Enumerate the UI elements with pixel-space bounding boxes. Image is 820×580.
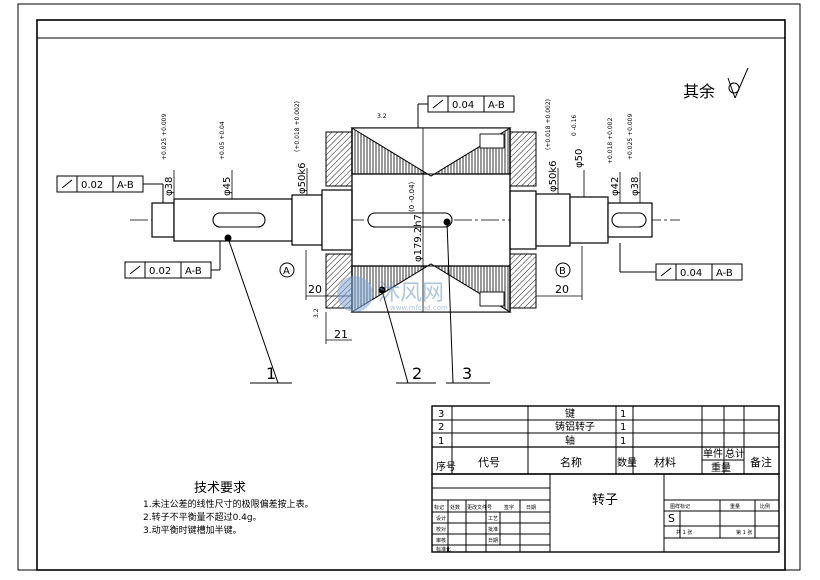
dim-left-45: φ45 xyxy=(222,177,233,196)
callout-2: 2 xyxy=(412,364,422,383)
header-weight: 重量 xyxy=(711,461,731,474)
dim-len-left-21: 21 xyxy=(334,328,348,341)
svg-text:1: 1 xyxy=(438,436,444,447)
dim-rotor-tol: (0 -0.04) xyxy=(408,181,416,212)
keyway-right xyxy=(611,212,647,228)
svg-text:工艺: 工艺 xyxy=(488,516,498,522)
rotor xyxy=(325,127,537,313)
dim-right-38: φ38 xyxy=(630,177,641,196)
datum-b: B xyxy=(555,262,571,278)
title-block-text: 转子 S 图样标记 重量 比例 共 1 张 第 1 张 标记 处数 更改文件号 … xyxy=(434,493,770,553)
svg-text:1: 1 xyxy=(620,436,626,447)
keyway-left xyxy=(212,212,266,228)
dim-len-right-20: 20 xyxy=(555,283,569,296)
svg-text:图样标记: 图样标记 xyxy=(670,503,690,510)
dim-right-50-tol: 0 -0.16 xyxy=(571,115,578,136)
inner-border xyxy=(36,19,786,571)
roughness-top-value: 3.2 xyxy=(377,113,387,120)
stage-mark: S xyxy=(668,512,675,525)
svg-text:铸铝转子: 铸铝转子 xyxy=(555,420,595,433)
svg-text:重量: 重量 xyxy=(730,503,740,510)
svg-text:比例: 比例 xyxy=(760,503,770,510)
dim-right-38-tol: +0.025 +0.009 xyxy=(627,114,634,160)
svg-text:批准: 批准 xyxy=(488,526,498,533)
svg-text:审核: 审核 xyxy=(436,537,446,544)
diameter-labels: φ38 +0.025 +0.009 φ45 +0.05 +0.04 φ50k6 … xyxy=(161,99,641,262)
header-remark: 备注 xyxy=(750,455,772,469)
svg-text:2: 2 xyxy=(438,422,444,433)
tolerance-frame-left-top: 0.02 A-B xyxy=(56,175,164,203)
title-block xyxy=(431,473,780,553)
dim-rotor: φ179.2h7 xyxy=(413,214,424,262)
svg-text:日期: 日期 xyxy=(488,538,498,544)
svg-text:沐风网: 沐风网 xyxy=(378,281,444,306)
tolerance-frame-top: 0.04 A-B xyxy=(417,95,515,128)
dim-right-50: φ50 xyxy=(574,149,585,168)
callout-1: 1 xyxy=(266,364,276,383)
svg-text:0.02: 0.02 xyxy=(81,180,103,191)
dim-left-38: φ38 xyxy=(164,177,175,196)
svg-text:更改文件号: 更改文件号 xyxy=(467,504,492,511)
svg-text:设计: 设计 xyxy=(436,515,446,522)
svg-text:0.04: 0.04 xyxy=(452,100,474,111)
dim-right-42: φ42 xyxy=(610,177,621,196)
header-material: 材料 xyxy=(654,455,676,469)
dim-right-50k6: φ50k6 xyxy=(548,161,559,192)
svg-text:标准化: 标准化 xyxy=(436,546,451,553)
svg-text:签字: 签字 xyxy=(504,504,514,511)
svg-text:轴: 轴 xyxy=(565,434,575,447)
header-total-weight: 总计 xyxy=(725,447,745,460)
svg-text:第 1 张: 第 1 张 xyxy=(736,529,752,536)
tech-req-title: 技术要求 xyxy=(194,481,246,496)
svg-text:0.04: 0.04 xyxy=(680,268,702,279)
datum-a: A xyxy=(279,262,295,278)
svg-text:日期: 日期 xyxy=(526,505,536,511)
svg-text:A-B: A-B xyxy=(716,268,733,279)
parts-list xyxy=(431,405,780,475)
dim-left-38-tol: +0.025 +0.009 xyxy=(161,114,168,160)
svg-text:www.mfcad.com: www.mfcad.com xyxy=(390,304,448,312)
header-name: 名称 xyxy=(560,455,582,469)
svg-text:1: 1 xyxy=(620,409,626,420)
tolerance-frame-left-bottom: 0.02 A-B xyxy=(124,241,221,279)
svg-text:键: 键 xyxy=(565,407,575,420)
callout-3: 3 xyxy=(462,364,472,383)
svg-text:标记: 标记 xyxy=(434,504,444,511)
tech-req-item-2: 2.转子不平衡量不超过0.4g。 xyxy=(143,511,262,523)
tech-req-item-1: 1.未注公差的线性尺寸的极限偏差按上表。 xyxy=(143,498,314,510)
svg-text:0.02: 0.02 xyxy=(149,266,171,277)
callout-leaders xyxy=(224,218,490,384)
watermark-logo: 沐风网 www.mfcad.com xyxy=(337,276,448,312)
part-name: 转子 xyxy=(592,493,618,508)
svg-text:A-B: A-B xyxy=(488,100,505,111)
roughness-symbol xyxy=(727,67,749,99)
dim-right-50k6-tol: (+0.018 +0.002) xyxy=(545,99,552,150)
dim-right-42-tol: +0.018 +0.002 xyxy=(607,118,614,164)
dim-left-45-tol: +0.05 +0.04 xyxy=(219,121,226,160)
svg-text:1: 1 xyxy=(620,422,626,433)
dim-left-50k6: φ50k6 xyxy=(297,163,308,194)
svg-text:处数: 处数 xyxy=(450,504,460,511)
header-seq: 序号 xyxy=(436,460,456,473)
parts-list-text: 3 键 1 2 铸铝转子 1 1 轴 1 序号 代号 名称 数量 材料 单件 总… xyxy=(436,407,772,474)
svg-text:校对: 校对 xyxy=(436,526,446,533)
dim-len-left-20: 20 xyxy=(308,283,322,296)
svg-text:共 1 张: 共 1 张 xyxy=(676,529,692,536)
svg-text:A-B: A-B xyxy=(117,180,134,191)
roughness-side-value: 3.2 xyxy=(313,308,320,318)
svg-text:B: B xyxy=(559,266,566,277)
header-unit-weight: 单件 xyxy=(703,448,723,460)
svg-text:A: A xyxy=(283,266,290,277)
header-qty: 数量 xyxy=(617,456,637,469)
header-code: 代号 xyxy=(478,456,500,469)
svg-text:A-B: A-B xyxy=(185,266,202,277)
keyway-middle xyxy=(367,212,453,228)
dim-left-50k6-tol: (+0.018 +0.002) xyxy=(294,101,301,152)
tolerance-frame-right: 0.04 A-B xyxy=(619,243,743,281)
tech-req-item-3: 3.动平衡时键槽加半键。 xyxy=(143,524,242,536)
surface-finish-note: 其余 xyxy=(683,82,715,101)
svg-text:3: 3 xyxy=(438,409,444,420)
